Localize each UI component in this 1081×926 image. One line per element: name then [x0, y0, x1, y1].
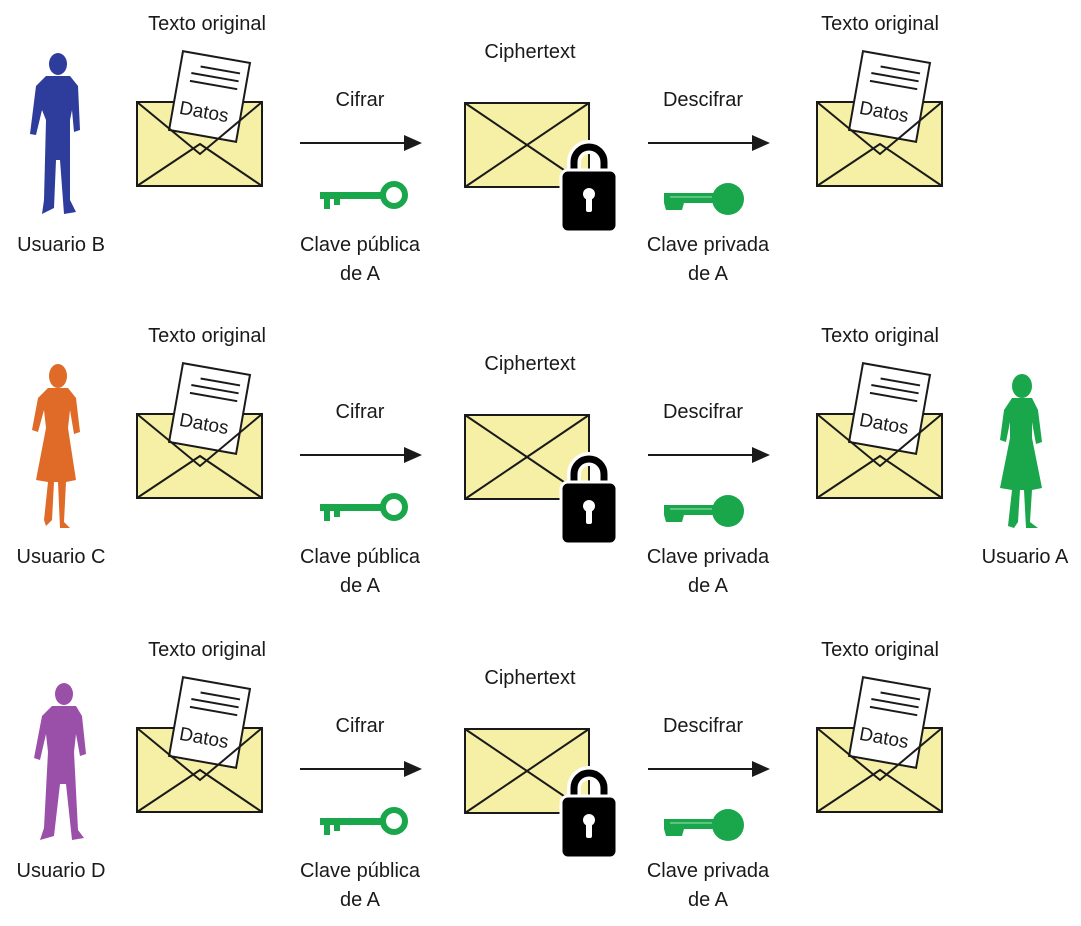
encrypt-arrow: [300, 135, 422, 151]
padlock-icon: [559, 140, 619, 234]
public-key-label-line-1: Clave pública: [299, 546, 421, 568]
encrypted-envelope-icon: [464, 728, 619, 860]
private-key-icon: [664, 495, 744, 527]
public-key-label-line-1: Clave pública: [299, 860, 421, 882]
envelope-icon: Datos: [136, 362, 263, 499]
result-plaintext-label: Texto original: [821, 13, 939, 35]
private-key-label-line-1: Clave privada: [646, 234, 770, 256]
man-icon: [34, 683, 86, 840]
encrypt-label: Cifrar: [335, 89, 385, 111]
public-key-label-line-1: Clave pública: [299, 234, 421, 256]
decrypt-arrow: [648, 135, 770, 151]
user-label: Usuario C: [16, 546, 106, 568]
private-key-label-line-2: de A: [687, 575, 729, 597]
decrypted-envelope-icon: Datos: [816, 362, 943, 499]
decrypted-envelope-icon: Datos: [816, 50, 943, 187]
flow-row-usuario-c: Usuario C Texto original Datos Cifrar Cl…: [0, 312, 1081, 612]
result-plaintext-label: Texto original: [821, 639, 939, 661]
woman-icon: [32, 364, 80, 528]
encrypt-label: Cifrar: [335, 401, 385, 423]
public-key-label-line-2: de A: [339, 889, 381, 911]
ciphertext-label: Ciphertext: [484, 41, 576, 63]
public-key-icon: [320, 181, 408, 209]
public-key-icon: [320, 807, 408, 835]
private-key-label-line-2: de A: [687, 263, 729, 285]
encrypted-envelope-icon: [464, 414, 619, 546]
encrypt-arrow: [300, 761, 422, 777]
encrypt-arrow: [300, 447, 422, 463]
decrypt-arrow: [648, 761, 770, 777]
decrypt-label: Descifrar: [662, 401, 743, 423]
private-key-label-line-1: Clave privada: [646, 860, 770, 882]
public-key-label-line-2: de A: [339, 263, 381, 285]
flow-row-usuario-b: Usuario B Texto original Datos Cifrar Cl…: [0, 0, 1081, 300]
plaintext-label: Texto original: [148, 639, 266, 661]
encrypt-label: Cifrar: [335, 715, 385, 737]
decrypt-arrow: [648, 447, 770, 463]
padlock-icon: [559, 452, 619, 546]
private-key-icon: [664, 183, 744, 215]
ciphertext-label: Ciphertext: [484, 667, 576, 689]
user-label: Usuario B: [17, 234, 105, 256]
padlock-icon: [559, 766, 619, 860]
envelope-icon: Datos: [136, 50, 263, 187]
private-key-label-line-2: de A: [687, 889, 729, 911]
envelope-icon: Datos: [136, 676, 263, 813]
decrypt-label: Descifrar: [662, 715, 743, 737]
private-key-icon: [664, 809, 744, 841]
encrypted-envelope-icon: [464, 102, 619, 234]
ciphertext-label: Ciphertext: [484, 353, 576, 375]
plaintext-label: Texto original: [148, 325, 266, 347]
user-label: Usuario D: [16, 860, 106, 882]
woman-icon: [1000, 374, 1042, 528]
decrypted-envelope-icon: Datos: [816, 676, 943, 813]
private-key-label-line-1: Clave privada: [646, 546, 770, 568]
man-icon: [30, 53, 80, 214]
public-key-label-line-2: de A: [339, 575, 381, 597]
plaintext-label: Texto original: [148, 13, 266, 35]
result-plaintext-label: Texto original: [821, 325, 939, 347]
decrypt-label: Descifrar: [662, 89, 743, 111]
public-key-icon: [320, 493, 408, 521]
flow-row-usuario-d: Usuario D Texto original Datos Cifrar Cl…: [0, 626, 1081, 926]
user-label: Usuario A: [981, 546, 1069, 568]
